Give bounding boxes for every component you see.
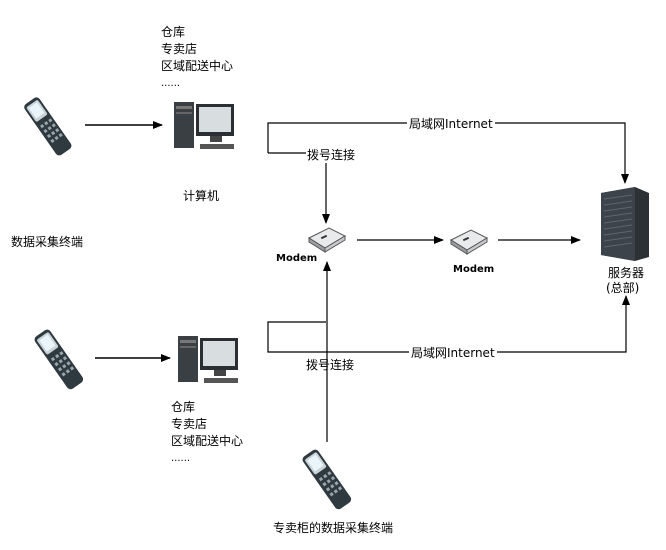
dialup-label-top: 拨号连接	[306, 147, 357, 163]
top-site-item: 专卖店	[161, 42, 198, 56]
modem-label-left: Modem	[276, 253, 318, 264]
bottom-site-item: ......	[171, 453, 191, 464]
server-location-label: (总部)	[606, 281, 640, 295]
dialup-label-bottom: 拨号连接	[306, 358, 355, 372]
bottom-site-item: 仓库	[171, 400, 196, 414]
bottom-site-item: 区域配送中心	[171, 434, 244, 448]
modem-icon	[449, 229, 489, 255]
dialup-line-top	[268, 152, 330, 224]
server-icon	[601, 187, 649, 261]
handheld-terminal-icon	[24, 97, 72, 156]
top-site-item: 仓库	[161, 25, 186, 39]
lan-line-bottom	[326, 295, 630, 353]
computer-icon	[178, 336, 238, 383]
server-label: 服务器	[608, 266, 645, 280]
modem-label-right: Modem	[453, 264, 495, 275]
lan-label-top: 局域网Internet	[407, 116, 495, 132]
top-site-list: 仓库 专卖店 区域配送中心 ......	[161, 24, 233, 92]
top-site-item: 区域配送中心	[161, 59, 234, 73]
computer-icon	[174, 102, 234, 149]
bottom-site-item: 专卖店	[171, 417, 208, 431]
bottom-site-list: 仓库 专卖店 区域配送中心 ......	[171, 399, 243, 467]
handheld-terminal-icon	[34, 329, 84, 390]
top-site-item: ......	[161, 78, 181, 89]
modem-icon	[307, 227, 347, 253]
computer-label: 计算机	[183, 189, 220, 203]
handheld-terminal-icon	[302, 449, 352, 510]
store-terminal-label: 专卖柜的数据采集终端	[273, 521, 394, 535]
lan-label-bottom: 局域网Internet	[409, 345, 497, 361]
terminal-label: 数据采集终端	[11, 235, 84, 249]
dialup-line-bottom	[267, 321, 326, 353]
